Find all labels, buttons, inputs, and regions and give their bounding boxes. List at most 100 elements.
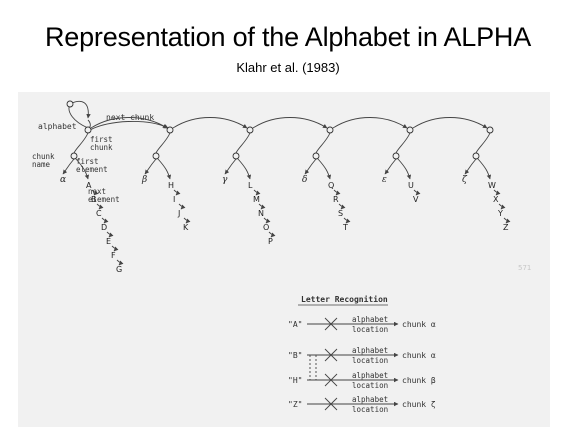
chunk-0-letter-D: D [101, 223, 107, 232]
chunk-1-next-edge-2 [183, 217, 191, 224]
chunk-2-next-edge-3 [268, 231, 276, 238]
chunk-5-letter-Y: Y [497, 209, 503, 218]
chunk-3-branch-edge [315, 132, 331, 154]
chunk-5-name-edge [464, 158, 477, 175]
next-chunk-arc-4 [332, 117, 408, 129]
lr-row-2-lower: location [352, 381, 388, 390]
chunk-3-name-edge [304, 158, 317, 175]
chunk-2-next-edge-0 [253, 189, 261, 196]
lr-row-2-cross [324, 373, 338, 387]
lr-row-0-cross [324, 317, 338, 331]
chunk-4-name-edge [384, 158, 397, 175]
chunk-1-first-element-edge [157, 158, 172, 180]
chunk-2-letter-L: L [248, 181, 253, 190]
letter-recognition-title: Letter Recognition [301, 294, 388, 304]
chunk-2-letter-P: P [268, 237, 273, 246]
chunk-2-next-edge-2 [263, 217, 271, 224]
lr-row-2-output: chunk β [402, 376, 436, 385]
chunk-2-node [246, 126, 254, 134]
chunk-4-split-node [392, 152, 400, 160]
first-chunk-label-1: first [90, 135, 113, 144]
chunk-4-next-edge-0 [413, 189, 421, 196]
chunk-5-letter-W: W [488, 181, 496, 190]
chunk-0-letter-E: E [106, 237, 111, 246]
first-element-label-2: element [76, 165, 108, 174]
chunk-3-next-edge-1 [338, 203, 346, 210]
chunk-0-branch-edge [73, 132, 89, 154]
chunk-2-next-edge-1 [258, 203, 266, 210]
chunk-5-split-node [472, 152, 480, 160]
next-element-label-2: element [88, 195, 120, 204]
chunk-1-next-edge-0 [173, 189, 181, 196]
chunk-3-split-node [312, 152, 320, 160]
chunk-2-letter-M: M [253, 195, 260, 204]
chunk-5-node [486, 126, 494, 134]
lr-row-0-upper: alphabet [352, 315, 388, 324]
chunk-1-letter-K: K [183, 223, 189, 232]
lr-row-3-cross [324, 397, 338, 411]
lr-row-0-input: "A" [288, 320, 302, 329]
root-label: alphabet [38, 122, 77, 131]
next-chunk-arc-5 [412, 117, 488, 129]
chunk-3-next-edge-0 [333, 189, 341, 196]
lr-row-2-input: "H" [288, 376, 302, 385]
lr-row-3-output: chunk ζ [402, 400, 436, 409]
chunk-1-letter-I: I [173, 195, 175, 204]
chunk-4-first-element-edge [397, 158, 412, 180]
chunk-3-letter-S: S [338, 209, 343, 218]
chunk-2-first-element-edge [237, 158, 252, 180]
chunk-2-letter-N: N [258, 209, 264, 218]
watermark-text: 571 [518, 264, 531, 272]
chunk-0-next-edge-4 [111, 245, 119, 252]
alphabet-tree-diagram: alphabet next chunk first chunk chunk na… [32, 100, 531, 414]
first-chunk-label-2: chunk [90, 143, 113, 152]
chunk-4-letter-V: V [413, 195, 419, 204]
lr-row-3-input: "Z" [288, 400, 302, 409]
next-chunk-arc-3 [252, 117, 328, 129]
chunk-0-name-edge [62, 158, 75, 175]
lr-row-1-output: chunk α [402, 351, 436, 360]
chunk-5-next-edge-1 [498, 203, 506, 210]
next-chunk-arc-0 [89, 121, 169, 131]
chunk-1-name-edge [144, 158, 157, 175]
chunk-1-node [166, 126, 174, 134]
letter-recognition-panel: Letter Recognition "A" alphabet location ch… [288, 294, 436, 414]
chunk-1-next-edge-1 [178, 203, 186, 210]
chunk-2-split-node [232, 152, 240, 160]
chunk-1-name: β [141, 175, 147, 185]
slide-title: Representation of the Alphabet in ALPHA [44, 22, 532, 52]
chunk-5-next-edge-0 [493, 189, 501, 196]
chunk-0-next-edge-3 [106, 231, 114, 238]
chunk-4-node [406, 126, 414, 134]
lr-row-1-input: "B" [288, 351, 302, 360]
chunk-0-name: α [60, 175, 66, 185]
chunk-0-letter-B: B [91, 195, 97, 204]
chunk-0-letter-F: F [111, 251, 116, 260]
chunk-5-next-edge-2 [503, 217, 511, 224]
chunk-2-branch-edge [235, 132, 251, 154]
chunk-5-letter-X: X [493, 195, 499, 204]
chunk-1-branch-edge [155, 132, 171, 154]
chunk-5-letter-Z: Z [503, 223, 509, 232]
next-chunk-arc-1 [90, 117, 168, 129]
chunk-0-first-element-edge [75, 158, 90, 180]
chunk-0-next-edge-2 [101, 217, 109, 224]
chunk-3-letter-Q: Q [328, 181, 334, 190]
lr-row-1-lower: location [352, 356, 388, 365]
chunk-1-letter-J: J [177, 209, 180, 218]
chunk-name-label-2: name [32, 160, 51, 169]
chunk-2-name: γ [222, 175, 228, 185]
chunk-1-split-node [152, 152, 160, 160]
chunk-0-letter-G: G [116, 265, 122, 274]
lr-row-0-output: chunk α [402, 320, 436, 329]
first-element-label-1: first [76, 157, 99, 166]
chunk-3-node [326, 126, 334, 134]
alpha-figure: alphabet next chunk first chunk chunk na… [18, 92, 550, 427]
chunk-4-name: ε [382, 175, 387, 185]
chunk-name-label-1: chunk [32, 152, 55, 161]
root-node [66, 100, 74, 108]
chunk-3-letter-R: R [333, 195, 339, 204]
chunk-0-node [84, 126, 92, 134]
